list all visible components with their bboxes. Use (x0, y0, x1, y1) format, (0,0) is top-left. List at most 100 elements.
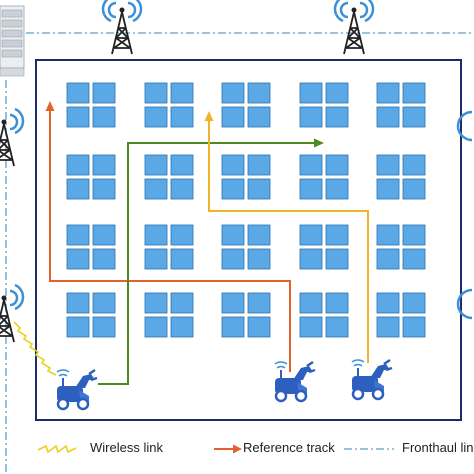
building-block (144, 154, 194, 200)
building-window (376, 178, 400, 200)
building-window (221, 248, 245, 270)
building-window (247, 292, 271, 314)
building-grid (66, 82, 426, 338)
robot-vehicle-icon (351, 358, 393, 401)
building-window (247, 178, 271, 200)
building-window (66, 316, 90, 338)
building-window (92, 224, 116, 246)
building-window (325, 154, 349, 176)
building-window (299, 248, 323, 270)
building-window (376, 316, 400, 338)
legend-fronthaul-label: Fronthaul link (402, 440, 474, 455)
cell-tower-icon (333, 0, 375, 55)
building-window (170, 316, 194, 338)
building-window (170, 106, 194, 128)
wireless-link (13, 321, 57, 376)
legend-wireless-label: Wireless link (90, 440, 163, 455)
legend-reference-label: Reference track (243, 440, 335, 455)
building-window (299, 178, 323, 200)
building-window (144, 292, 168, 314)
building-block (66, 82, 116, 128)
building-window (92, 316, 116, 338)
building-window (144, 224, 168, 246)
building-window (144, 178, 168, 200)
building-window (299, 106, 323, 128)
building-window (325, 82, 349, 104)
building-block (299, 224, 349, 270)
building-window (376, 224, 400, 246)
building-window (247, 82, 271, 104)
building-window (325, 224, 349, 246)
building-window (221, 154, 245, 176)
building-window (92, 106, 116, 128)
building-window (66, 178, 90, 200)
robot-track-green-arrowhead (314, 138, 324, 148)
robot-vehicle-icon (56, 368, 98, 411)
building-window (92, 154, 116, 176)
building-window (402, 248, 426, 270)
building-window (144, 106, 168, 128)
building-window (66, 292, 90, 314)
building-window (66, 224, 90, 246)
signal-arc-icon (456, 110, 473, 142)
building-window (402, 224, 426, 246)
reference-track-orange-arrowhead (45, 101, 55, 111)
building-block (221, 292, 271, 338)
building-block (66, 224, 116, 270)
building-window (376, 154, 400, 176)
building-window (402, 178, 426, 200)
building-window (247, 248, 271, 270)
building-window (144, 248, 168, 270)
robot-track-green (98, 142, 318, 385)
building-block (299, 82, 349, 128)
cell-tower-icon (0, 107, 25, 167)
building-window (66, 154, 90, 176)
building-window (221, 106, 245, 128)
building-window (376, 248, 400, 270)
building-block (376, 224, 426, 270)
building-window (376, 106, 400, 128)
server-rack-icon (0, 5, 25, 77)
building-window (221, 316, 245, 338)
cell-tower-icon (0, 283, 25, 343)
building-window (402, 106, 426, 128)
building-window (402, 316, 426, 338)
building-block (144, 292, 194, 338)
legend-reference-arrowhead (233, 444, 242, 454)
building-block (66, 154, 116, 200)
building-window (376, 292, 400, 314)
building-block (376, 292, 426, 338)
building-block (299, 292, 349, 338)
building-block (144, 224, 194, 270)
building-window (221, 292, 245, 314)
building-window (170, 248, 194, 270)
robot-vehicle-icon (274, 360, 316, 403)
building-window (376, 82, 400, 104)
building-window (221, 178, 245, 200)
building-window (299, 154, 323, 176)
building-window (299, 82, 323, 104)
building-window (170, 154, 194, 176)
building-window (247, 154, 271, 176)
building-window (325, 248, 349, 270)
building-window (247, 316, 271, 338)
building-window (299, 292, 323, 314)
building-window (299, 224, 323, 246)
building-window (66, 106, 90, 128)
building-window (170, 292, 194, 314)
building-window (92, 82, 116, 104)
building-window (402, 292, 426, 314)
building-window (92, 292, 116, 314)
building-block (144, 82, 194, 128)
building-window (221, 224, 245, 246)
building-window (325, 106, 349, 128)
building-window (144, 154, 168, 176)
building-window (402, 154, 426, 176)
legend-wireless-symbol (37, 444, 77, 454)
building-block (299, 154, 349, 200)
building-block (221, 224, 271, 270)
robot-track-yellow-arrowhead (204, 111, 214, 121)
building-window (66, 248, 90, 270)
building-window (325, 316, 349, 338)
